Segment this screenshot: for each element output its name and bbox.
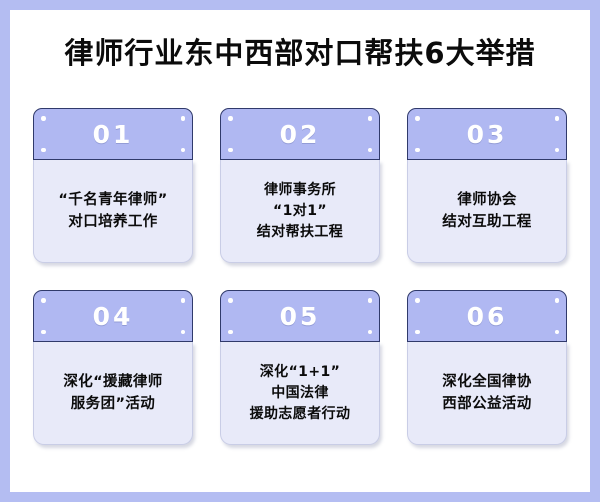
card-text-line: “1对1” (273, 202, 327, 219)
screw-icon (415, 116, 420, 121)
card-text-line: 结对帮扶工程 (256, 223, 344, 240)
card-text-line: 深化“援藏律师 (63, 374, 163, 390)
card-text-line: 援助志愿者行动 (249, 405, 351, 422)
measure-card-01[interactable]: 01 “千名青年律师” 对口培养工作 (33, 108, 193, 263)
card-body-06: 深化全国律协 西部公益活动 (407, 342, 567, 445)
screw-icon (367, 298, 372, 303)
screw-icon (228, 298, 233, 303)
measure-card-02[interactable]: 02 律师事务所 “1对1” 结对帮扶工程 (220, 108, 380, 263)
measure-card-06[interactable]: 06 深化全国律协 西部公益活动 (407, 290, 567, 445)
card-header-06: 06 (407, 290, 567, 342)
screw-icon (41, 298, 46, 303)
card-header-03: 03 (407, 108, 567, 160)
card-header-01: 01 (33, 108, 193, 160)
screw-icon (180, 298, 185, 303)
card-text-line: 律师事务所 (264, 181, 336, 198)
screw-icon (367, 329, 372, 334)
screw-icon (180, 329, 185, 334)
screw-icon (367, 147, 372, 152)
measure-card-05[interactable]: 05 深化“1+1” 中国法律 援助志愿者行动 (220, 290, 380, 445)
card-text-line: 中国法律 (271, 384, 329, 401)
screw-icon (554, 147, 559, 152)
measure-card-04[interactable]: 04 深化“援藏律师 服务团”活动 (33, 290, 193, 445)
measure-card-03[interactable]: 03 律师协会 结对互助工程 (407, 108, 567, 263)
card-text-line: “千名青年律师” (58, 192, 168, 208)
screw-icon (180, 147, 185, 152)
screw-icon (415, 329, 420, 334)
screw-icon (41, 329, 46, 334)
poster-canvas: 律师行业东中西部对口帮扶6大举措 01 “千名青年律师” 对口培养工作 (10, 10, 590, 492)
screw-icon (228, 329, 233, 334)
card-header-04: 04 (33, 290, 193, 342)
screw-icon (554, 298, 559, 303)
page-title: 律师行业东中西部对口帮扶6大举措 (64, 36, 536, 70)
screw-icon (41, 147, 46, 152)
card-header-02: 02 (220, 108, 380, 160)
screw-icon (367, 116, 372, 121)
card-text-line: 深化“1+1” (259, 363, 341, 380)
card-number-06: 06 (466, 301, 508, 331)
card-body-03: 律师协会 结对互助工程 (407, 160, 567, 263)
card-text-line: 对口培养工作 (68, 214, 158, 230)
card-number-03: 03 (466, 119, 508, 149)
card-number-04: 04 (92, 301, 134, 331)
card-text-line: 律师协会 (457, 192, 517, 208)
card-text-line: 服务团”活动 (70, 396, 156, 412)
screw-icon (180, 116, 185, 121)
screw-icon (554, 116, 559, 121)
card-body-04: 深化“援藏律师 服务团”活动 (33, 342, 193, 445)
card-number-05: 05 (279, 301, 321, 331)
screw-icon (228, 116, 233, 121)
screw-icon (41, 116, 46, 121)
card-number-02: 02 (279, 119, 321, 149)
card-text-line: 深化全国律协 (442, 374, 532, 390)
screw-icon (554, 329, 559, 334)
card-body-01: “千名青年律师” 对口培养工作 (33, 160, 193, 263)
card-text-line: 西部公益活动 (442, 396, 532, 412)
screw-icon (415, 298, 420, 303)
screw-icon (228, 147, 233, 152)
card-number-01: 01 (92, 119, 134, 149)
card-body-05: 深化“1+1” 中国法律 援助志愿者行动 (220, 342, 380, 445)
screw-icon (415, 147, 420, 152)
card-body-02: 律师事务所 “1对1” 结对帮扶工程 (220, 160, 380, 263)
card-text-line: 结对互助工程 (442, 214, 532, 230)
card-header-05: 05 (220, 290, 380, 342)
measures-grid: 01 “千名青年律师” 对口培养工作 02 律师事务所 “1对1” 结对帮扶工程 (33, 108, 567, 445)
